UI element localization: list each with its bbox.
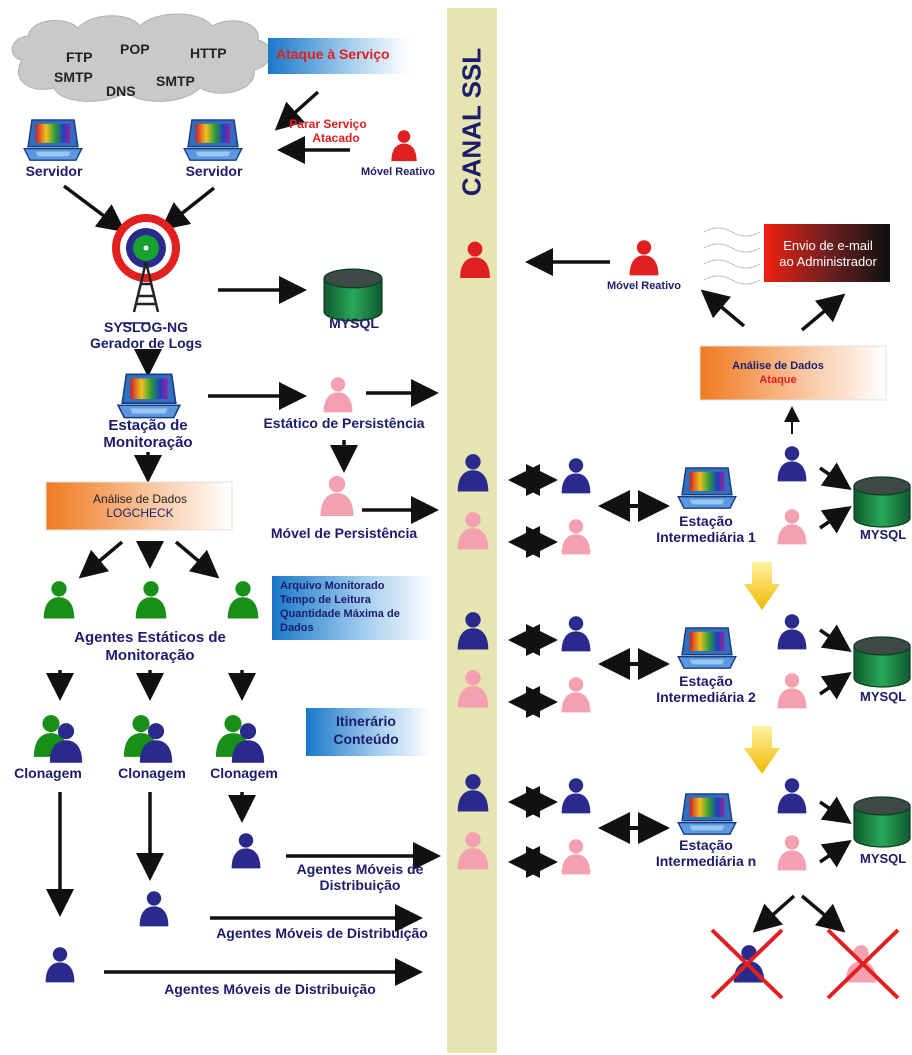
- itinerary-label: Conteúdo: [333, 731, 399, 747]
- itinerary-box: [306, 708, 430, 756]
- database-icon: [323, 268, 383, 322]
- monitor-line: Tempo de Leitura: [280, 594, 371, 606]
- cloud-icon: [11, 13, 271, 102]
- static-agents-label: Monitoração: [105, 647, 195, 664]
- cloud-protocol: SMTP: [156, 73, 195, 89]
- distribution-label: Agentes Móveis de Distribuição: [164, 981, 376, 997]
- cloning-label: Clonagem: [210, 765, 278, 781]
- server-label: Servidor: [25, 163, 83, 179]
- cloning-label: Clonagem: [118, 765, 186, 781]
- intermediate-label: Estação: [679, 837, 733, 853]
- cross-icon: [710, 928, 900, 1000]
- station-label: Estação de: [108, 417, 188, 434]
- mobile-persistence-label: Móvel de Persistência: [270, 525, 418, 541]
- intermediate-label: Intermediária n: [655, 853, 757, 869]
- distribution-label: Agentes Móveis de: [296, 861, 424, 877]
- static-agents-label: Agentes Estáticos de: [74, 629, 226, 646]
- laptop-icon: [677, 793, 737, 835]
- antenna-target-icon: [112, 214, 180, 313]
- cloud-protocol: POP: [120, 41, 150, 57]
- mysql-label: MYSQL: [329, 315, 379, 331]
- intermediate-label: Estação: [679, 673, 733, 689]
- intermediate-label: Intermediária 1: [656, 529, 756, 545]
- cloud-protocol: DNS: [106, 83, 136, 99]
- down-arrow-icon: [744, 562, 780, 774]
- intermediate-label: Estação: [679, 513, 733, 529]
- flow-arrows: [46, 90, 852, 986]
- laptop-icon: [183, 119, 243, 161]
- attack-box: [268, 38, 408, 74]
- syslog-label: SYSLOG-NG: [103, 319, 189, 335]
- laptop-icon: [117, 373, 181, 419]
- distribution-label: Agentes Móveis de Distribuição: [216, 925, 428, 941]
- reactive-agent-label: Móvel Reativo: [607, 280, 681, 292]
- monitor-line: Quantidade Máxima de: [280, 608, 400, 620]
- cloud-protocol: FTP: [66, 49, 93, 65]
- database-icon: [853, 796, 911, 848]
- monitor-line: Dados: [280, 622, 314, 634]
- clone-person-icon: [33, 715, 265, 763]
- monitor-box: [272, 576, 432, 640]
- stop-service-label: Atacado: [312, 131, 360, 145]
- monitor-line: Arquivo Monitorado: [280, 580, 385, 592]
- analysis-attack-box: [699, 345, 887, 401]
- email-label: Envio de e-mail: [783, 238, 873, 253]
- mysql-label: MYSQL: [860, 851, 907, 866]
- station-label: Monitoração: [103, 434, 193, 451]
- cloning-label: Clonagem: [14, 765, 82, 781]
- laptop-icon: [677, 467, 737, 509]
- logcheck-label: Análise de Dados: [92, 492, 188, 506]
- email-label: ao Administrador: [779, 254, 877, 269]
- analysis-attack-label: Análise de Dados: [732, 360, 824, 372]
- cloud-protocol: HTTP: [190, 45, 227, 61]
- channel-label: CANAL SSL: [456, 47, 487, 197]
- syslog-label: Gerador de Logs: [89, 335, 203, 351]
- database-icon: [853, 636, 911, 688]
- intermediate-label: Intermediária 2: [656, 689, 756, 705]
- database-icon: [853, 476, 911, 528]
- logcheck-box: [45, 481, 233, 531]
- cloud-protocol: SMTP: [54, 69, 93, 85]
- itinerary-label: Itinerário: [336, 713, 396, 729]
- laptop-icon: [677, 627, 737, 669]
- reactive-agent-label: Móvel Reativo: [361, 166, 435, 178]
- wave-icon: [703, 227, 761, 285]
- mysql-label: MYSQL: [860, 527, 907, 542]
- static-persistence-label: Estático de Persistência: [263, 415, 425, 431]
- mysql-label: MYSQL: [860, 689, 907, 704]
- stop-service-label: Parar Serviço: [289, 117, 367, 131]
- laptop-icon: [23, 119, 83, 161]
- logcheck-label: LOGCHECK: [106, 506, 174, 520]
- email-box: [764, 224, 890, 282]
- distribution-label: Distribuição: [319, 877, 401, 893]
- double-arrow-icon: [508, 464, 670, 878]
- attack-label: Ataque à Serviço: [276, 46, 390, 62]
- analysis-attack-label: Ataque: [759, 374, 797, 386]
- server-label: Servidor: [185, 163, 243, 179]
